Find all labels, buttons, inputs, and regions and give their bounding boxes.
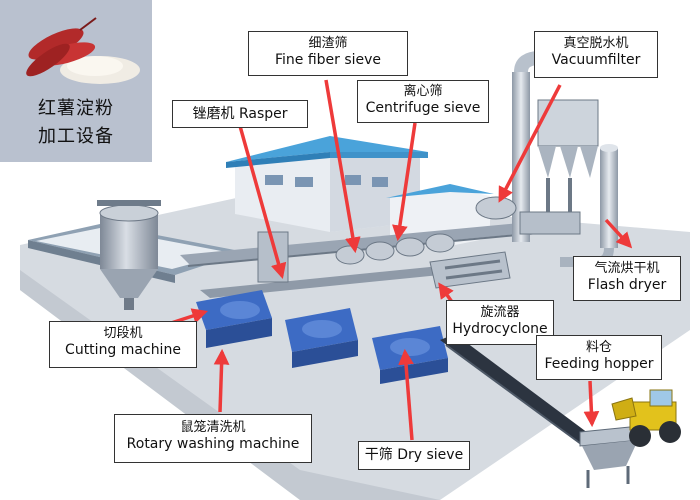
label-cutting-machine: 切段机 Cutting machine: [49, 321, 197, 368]
settling-tank: [97, 200, 161, 310]
label-feeding-hopper: 料仓 Feeding hopper: [536, 335, 662, 380]
sweet-potato-illustration: [26, 17, 140, 84]
wheel-loader: [611, 389, 681, 447]
label-centrifuge-sieve: 离心筛 Centrifuge sieve: [357, 80, 489, 123]
title-line-1: 红薯淀粉: [38, 98, 114, 119]
label-dry-sieve: 干筛 Dry sieve: [358, 441, 470, 470]
hydrocyclone-bank: [429, 251, 511, 289]
factory-building: [226, 136, 428, 232]
vacuum-and-cyclones: [475, 51, 600, 242]
blue-machines: [196, 290, 448, 384]
title-line-2: 加工设备: [38, 126, 114, 147]
label-fine-fiber-sieve: 细渣筛 Fine fiber sieve: [248, 31, 408, 76]
feeding-conveyor: [440, 334, 600, 453]
label-flash-dryer: 气流烘干机 Flash dryer: [573, 256, 681, 301]
label-rasper: 锉磨机 Rasper: [172, 100, 308, 128]
label-rotary-washing-machine: 鼠笼清洗机 Rotary washing machine: [114, 414, 312, 463]
label-vacuum-filter: 真空脱水机 Vacuumfilter: [534, 31, 658, 78]
feeding-hopper: [579, 425, 641, 488]
callout-arrows: [164, 79, 633, 441]
title-card: 红薯淀粉 加工设备: [0, 0, 152, 162]
